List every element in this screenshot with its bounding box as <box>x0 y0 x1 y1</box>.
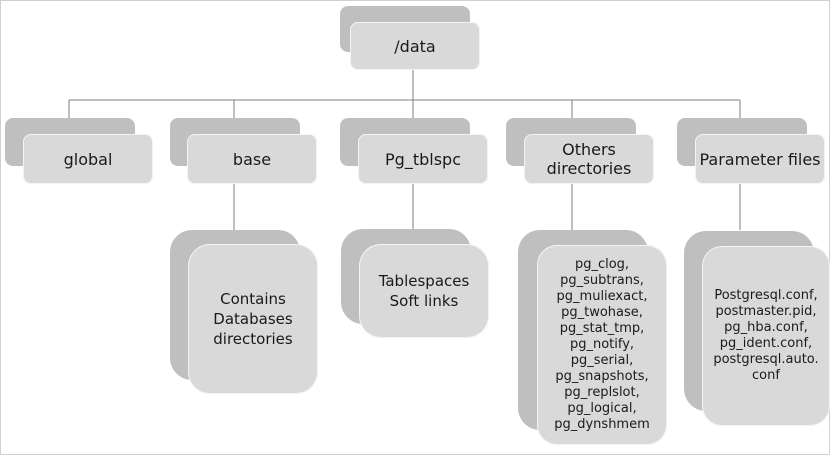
params-item: conf <box>752 368 780 383</box>
pg-tblspc-node: Pg_tblspc <box>358 134 488 184</box>
global-label: global <box>63 149 113 169</box>
others-item: pg_subtrans, <box>560 273 644 288</box>
params-item: pg_hba.conf, <box>724 320 808 335</box>
params-item: postgresql.auto. <box>713 352 819 367</box>
base-node: base <box>187 134 317 184</box>
others-item: pg_notify, <box>569 337 635 352</box>
pg-tblspc-detail-box: Tablespaces Soft links <box>359 244 489 338</box>
base-detail-line-1: Contains <box>220 290 286 308</box>
others-item: pg_logical, <box>567 401 637 416</box>
params-item: pg_ident.conf, <box>719 336 813 351</box>
others-detail-box: pg_clog, pg_subtrans, pg_muliexact, pg_t… <box>537 245 667 445</box>
others-item: pg_serial, <box>570 353 634 368</box>
others-item: pg_clog, <box>574 257 630 272</box>
params-label: Parameter files <box>699 149 821 169</box>
root-label: /data <box>394 36 436 56</box>
others-label-line-2: directories <box>546 159 632 178</box>
params-detail-box: Postgresql.conf, postmaster.pid, pg_hba.… <box>702 246 830 426</box>
others-item: pg_snapshots, <box>555 369 649 384</box>
others-item: pg_muliexact, <box>556 289 648 304</box>
others-item: pg_twohase, <box>561 305 643 320</box>
pg-tblspc-detail-line-2: Soft links <box>389 292 459 310</box>
others-item: pg_stat_tmp, <box>559 321 645 336</box>
base-detail-box: Contains Databases directories <box>188 244 318 394</box>
base-detail-line-2: Databases <box>213 310 293 328</box>
params-item: Postgresql.conf, <box>714 288 818 303</box>
global-node: global <box>23 134 153 184</box>
pg-tblspc-detail-line-1: Tablespaces <box>378 272 470 290</box>
others-node: Others directories <box>524 134 654 184</box>
pg-tblspc-label: Pg_tblspc <box>385 149 461 169</box>
others-item: pg_replslot, <box>564 385 640 400</box>
params-item: postmaster.pid, <box>715 304 817 319</box>
base-label: base <box>232 149 272 169</box>
root-node: /data <box>350 22 480 70</box>
params-node: Parameter files <box>695 134 825 184</box>
others-item: pg_dynshmem <box>554 417 650 432</box>
base-detail-line-3: directories <box>213 330 293 348</box>
others-label-line-1: Others <box>562 140 616 159</box>
